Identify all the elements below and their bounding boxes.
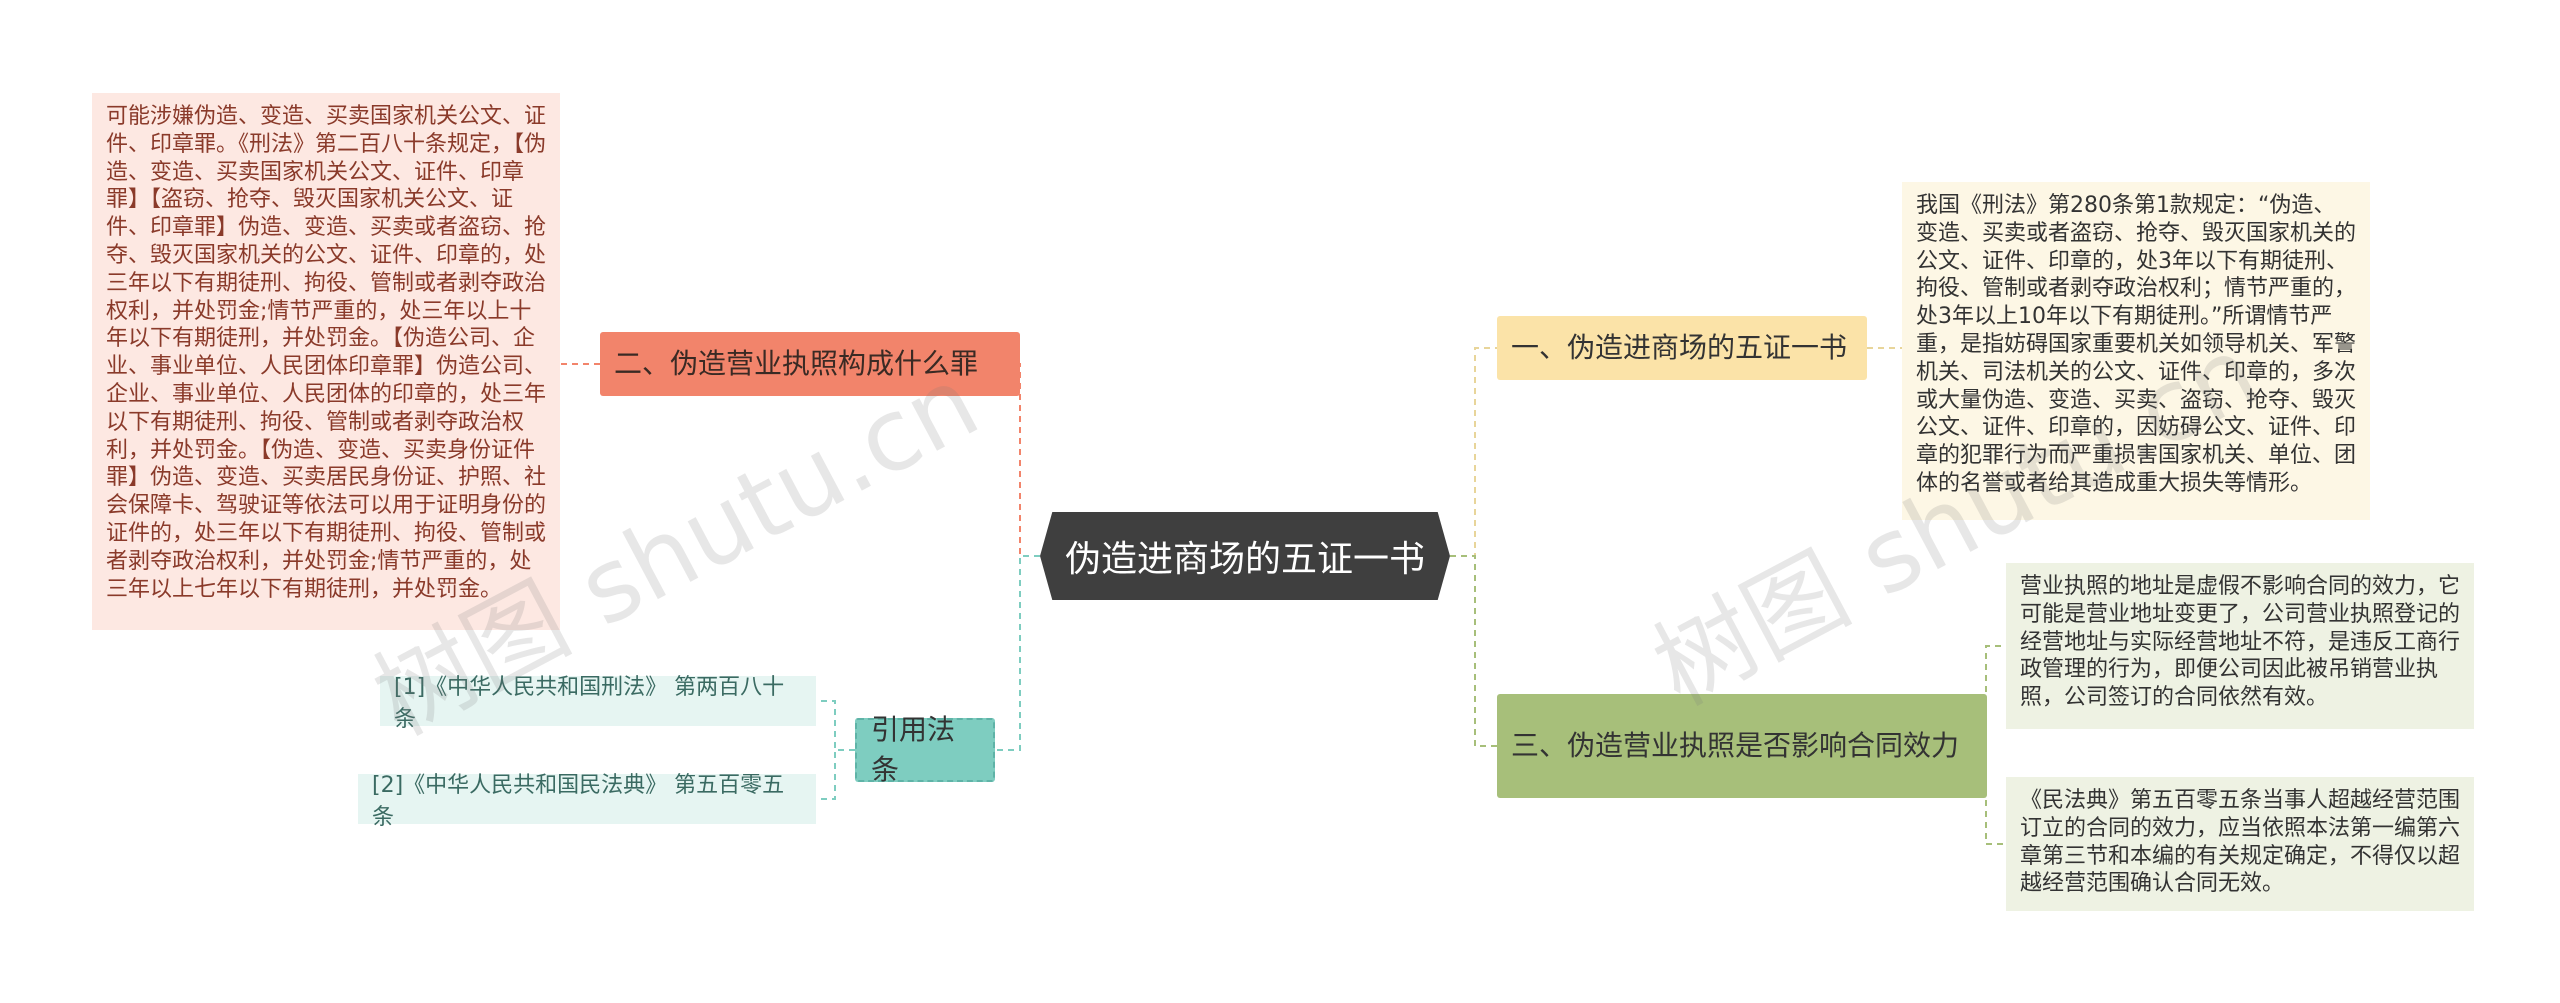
branch-crime-label: 二、伪造营业执照构成什么罪 bbox=[614, 347, 979, 380]
leaf-five-certificates-detail[interactable]: 我国《刑法》第280条第1款规定：“伪造、变造、买卖或者盗窃、抢夺、毁灭国家机关… bbox=[1902, 182, 2370, 520]
leaf-reference-1-text: [1]《中华人民共和国刑法》 第两百八十条 bbox=[394, 675, 785, 732]
branch-contract-validity[interactable]: 三、伪造营业执照是否影响合同效力 bbox=[1497, 694, 1987, 798]
leaf-reference-2[interactable]: [2]《中华人民共和国民法典》 第五百零五条 bbox=[358, 773, 816, 830]
branch-five-certificates-label: 一、伪造进商场的五证一书 bbox=[1511, 331, 1848, 364]
link-center-to-contract bbox=[1450, 555, 1497, 747]
branch-law-references-label: 引用法条 bbox=[871, 713, 956, 786]
leaf-five-certificates-detail-text: 我国《刑法》第280条第1款规定：“伪造、变造、买卖或者盗窃、抢夺、毁灭国家机关… bbox=[1916, 193, 2357, 496]
branch-five-certificates[interactable]: 一、伪造进商场的五证一书 bbox=[1497, 316, 1867, 380]
leaf-contract-scope[interactable]: 《民法典》第五百零五条当事人超越经营范围订立的合同的效力，应当依照本法第一编第六… bbox=[2006, 777, 2474, 911]
branch-crime[interactable]: 二、伪造营业执照构成什么罪 bbox=[600, 332, 1020, 396]
link-refs-to-ref1 bbox=[816, 700, 855, 751]
leaf-contract-scope-text: 《民法典》第五百零五条当事人超越经营范围订立的合同的效力，应当依照本法第一编第六… bbox=[2020, 788, 2461, 897]
center-topic-label: 伪造进商场的五证一书 bbox=[1064, 539, 1425, 580]
link-center-to-refs bbox=[995, 555, 1040, 751]
link-contract-to-leaf-a bbox=[1985, 645, 2006, 747]
leaf-crime-detail[interactable]: 可能涉嫌伪造、变造、买卖国家机关公文、证件、印章罪。《刑法》第二百八十条规定，【… bbox=[92, 93, 560, 630]
leaf-reference-1[interactable]: [1]《中华人民共和国刑法》 第两百八十条 bbox=[380, 675, 816, 732]
leaf-crime-detail-text: 可能涉嫌伪造、变造、买卖国家机关公文、证件、印章罪。《刑法》第二百八十条规定，【… bbox=[106, 104, 547, 602]
branch-contract-validity-label: 三、伪造营业执照是否影响合同效力 bbox=[1511, 729, 1960, 762]
leaf-reference-2-text: [2]《中华人民共和国民法典》 第五百零五条 bbox=[372, 773, 785, 830]
link-center-to-five bbox=[1450, 347, 1497, 557]
link-contract-to-leaf-b bbox=[1985, 745, 2006, 845]
leaf-contract-address-text: 营业执照的地址是虚假不影响合同的效力，它可能是营业地址变更了，公司营业执照登记的… bbox=[2020, 574, 2461, 711]
branch-law-references[interactable]: 引用法条 bbox=[855, 713, 995, 786]
leaf-contract-address[interactable]: 营业执照的地址是虚假不影响合同的效力，它可能是营业地址变更了，公司营业执照登记的… bbox=[2006, 563, 2474, 729]
center-topic[interactable]: 伪造进商场的五证一书 bbox=[1040, 512, 1450, 600]
link-refs-to-ref2 bbox=[816, 749, 855, 800]
